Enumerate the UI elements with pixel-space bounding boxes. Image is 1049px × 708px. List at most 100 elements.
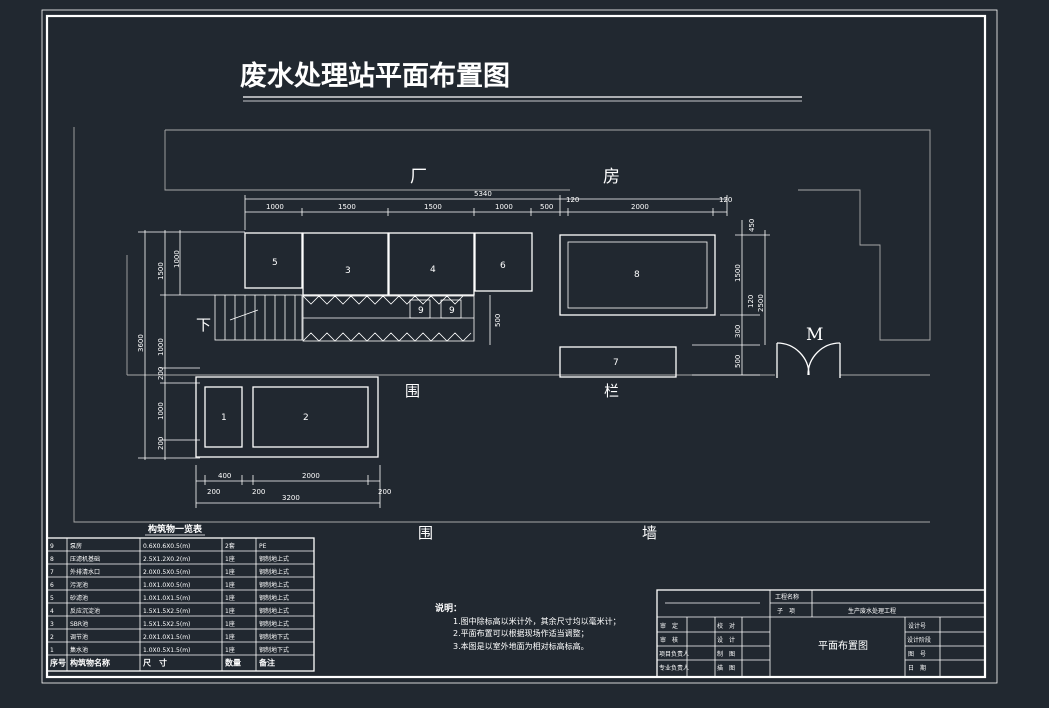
table-cell: 1.5X1.5X2.5(m) <box>143 621 190 628</box>
table-header-cell: 数量 <box>225 658 241 668</box>
dim-v11: 200 <box>157 367 165 380</box>
tb-m1: 校 对 <box>717 622 735 630</box>
dim-d5: 500 <box>540 203 553 211</box>
table-cell: 压滤机基础 <box>70 555 100 563</box>
tank-5 <box>244 232 303 289</box>
table-header-cell: 构筑物名称 <box>70 658 110 668</box>
dim-d2: 1500 <box>338 203 356 211</box>
wall-label-1: 围 <box>418 524 433 542</box>
table-cell: 0.6X0.6X0.5(m) <box>143 543 190 550</box>
table-cell: 1座 <box>225 594 235 602</box>
drawing-title: 废水处理站平面布置图 <box>240 60 510 92</box>
table-cell: 砂滤池 <box>70 594 88 602</box>
table-cell: 1座 <box>225 620 235 628</box>
dim-b3: 200 <box>207 488 220 496</box>
table-cell: 污泥池 <box>70 581 88 589</box>
table-cell: 1座 <box>225 607 235 615</box>
door-swing <box>776 342 841 378</box>
table-cell: 钢制地上式 <box>259 620 289 628</box>
table-cell: 集水池 <box>70 646 88 654</box>
table-header-cell: 备注 <box>258 658 275 668</box>
tb-m3: 制 图 <box>717 650 735 658</box>
tank-6-label: 6 <box>500 261 506 271</box>
table-cell: 2.0X0.5X0.5(m) <box>143 569 190 576</box>
dim-b1: 400 <box>218 472 231 480</box>
title-block-rules <box>657 590 985 677</box>
table-cell: 调节池 <box>70 633 88 641</box>
dim-d3: 1500 <box>424 203 442 211</box>
table-cell: 反应沉淀池 <box>70 607 100 615</box>
left-dims <box>138 230 245 460</box>
table-cell: PE <box>259 543 267 550</box>
table-cell: 4 <box>50 608 54 615</box>
tank-4 <box>388 232 475 296</box>
pump-b <box>440 299 462 319</box>
tank-2-label: 2 <box>303 413 309 423</box>
table-cell: 1.0X1.0X1.5(m) <box>143 595 190 602</box>
tank-7-label: 7 <box>613 358 619 368</box>
table-cell: 1座 <box>225 633 235 641</box>
equipment-platform <box>302 295 475 342</box>
note-2: 2.平面布置可以根据现场作适当调整； <box>453 628 589 638</box>
dim-d4: 1000 <box>495 203 513 211</box>
stair-treads <box>224 295 296 340</box>
table-cell: 1.0X0.5X1.5(m) <box>143 647 190 654</box>
table-cell: 钢制地上式 <box>259 555 289 563</box>
pump-a <box>409 299 431 319</box>
tb-r1: 设计号 <box>908 622 926 630</box>
table-cell: 6 <box>50 582 54 589</box>
table-cell: 钢制地上式 <box>259 607 289 615</box>
outer-frame <box>41 9 998 684</box>
platform-hatch <box>302 295 474 342</box>
tb-r3: 图 号 <box>908 651 926 658</box>
fence-label-2: 栏 <box>604 382 619 400</box>
dim-b5: 3200 <box>282 494 300 502</box>
tb-l2: 审 核 <box>660 636 678 644</box>
table-cell: 2 <box>50 634 54 641</box>
dim-b4: 200 <box>252 488 265 496</box>
tb-m2: 设 计 <box>717 636 735 644</box>
structures-table <box>46 537 315 672</box>
dim-d6: 120 <box>566 196 579 204</box>
plant-outline <box>165 129 931 341</box>
dim-v-200: 200 <box>157 437 165 450</box>
table-cell: 2.0X1.0X1.5(m) <box>143 634 190 641</box>
tb-l4: 专业负责人 <box>659 664 689 672</box>
table-cell: 9 <box>50 543 54 550</box>
dim-d1: 1000 <box>266 203 284 211</box>
dim-v10: 1000 <box>157 338 165 356</box>
tb-project-label: 工程名称 <box>775 593 799 601</box>
plant-label-1: 厂 <box>410 167 427 187</box>
table-cell: 外排清水口 <box>70 568 100 576</box>
tank-3 <box>302 232 389 296</box>
table-cell: 1座 <box>225 555 235 563</box>
dim-ticks <box>244 195 728 230</box>
dim-v5: 120 <box>747 295 755 308</box>
door-label: M <box>806 325 823 345</box>
tank-8-label: 8 <box>634 270 640 280</box>
table-title: 构筑物一览表 <box>148 523 203 535</box>
title-block <box>656 589 986 678</box>
table-cell: 钢制地上式 <box>259 568 289 576</box>
stairs <box>214 294 303 341</box>
table-header-cell: 序号 <box>50 658 66 668</box>
right-dims <box>692 220 770 376</box>
dim-v9: 500 <box>494 314 502 327</box>
dim-v8: 500 <box>734 355 742 368</box>
tb-r2: 设计阶段 <box>907 636 931 644</box>
table-header-cell: 尺 寸 <box>143 658 167 668</box>
table-rules <box>47 538 314 671</box>
underground-pit <box>195 376 379 458</box>
table-cell: 1座 <box>225 581 235 589</box>
pump-a-label: 9 <box>418 306 424 316</box>
fence-label-1: 围 <box>405 382 420 400</box>
tb-l1: 审 定 <box>660 622 678 630</box>
tank-3-label: 3 <box>345 266 351 276</box>
dim-v12: 450 <box>748 219 756 232</box>
tank-7 <box>559 346 677 378</box>
table-cell: 3 <box>50 621 54 628</box>
table-cell: 钢制地下式 <box>259 633 289 641</box>
dim-v1: 1500 <box>157 262 165 280</box>
dim-v3: 3600 <box>137 334 145 352</box>
tb-r4: 日 期 <box>908 664 926 672</box>
